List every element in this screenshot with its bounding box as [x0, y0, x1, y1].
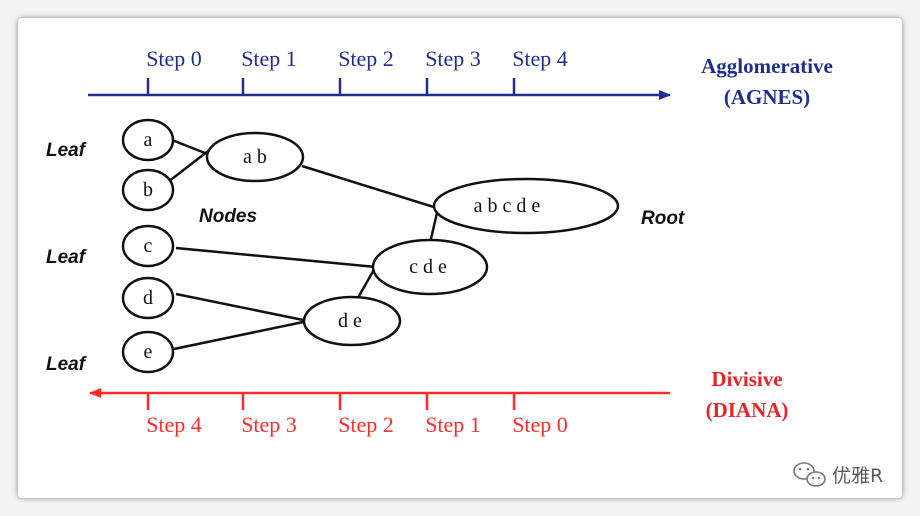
node-label-b: b [143, 179, 153, 201]
leaf-node-e: e [121, 330, 175, 374]
leaf-node-d: d [121, 276, 175, 320]
node-label-a: a [144, 129, 153, 151]
cluster-node-ab: a b [205, 131, 305, 183]
root-label: Root [641, 208, 685, 229]
root-node-abcde: a b c d e [432, 177, 620, 235]
edge-b-ab [167, 147, 213, 183]
leaf-label-middle: Leaf [46, 247, 87, 268]
top-step-label: Step 1 [241, 46, 297, 71]
edge-e-de [173, 319, 309, 351]
leaf-node-a: a [121, 118, 175, 162]
top-step-label: Step 2 [338, 46, 394, 71]
leaf-node-b: b [121, 168, 175, 212]
top-step-label: Step 0 [146, 46, 202, 71]
cluster-node-de: d e [302, 295, 402, 347]
node-label-ab: a b [243, 146, 267, 168]
leaf-label-top: Leaf [46, 140, 87, 161]
watermark: 优雅R [793, 462, 883, 487]
top-step-label: Step 4 [512, 46, 568, 71]
node-label-e: e [144, 341, 153, 363]
edge-ab-abcde [301, 164, 438, 210]
agglomerative-title: Agglomerative [701, 54, 833, 78]
bottom-step-label: Step 4 [146, 412, 202, 437]
node-label-de: d e [338, 310, 362, 332]
divisive-title: Divisive [711, 367, 782, 391]
edge-a-ab [171, 138, 211, 157]
top-step-label: Step 3 [425, 46, 481, 71]
node-label-c: c [144, 235, 153, 257]
node-label-d: d [143, 287, 153, 309]
dendrogram-edges [167, 138, 442, 351]
divisive-subtitle: (DIANA) [706, 398, 789, 422]
agglomerative-axis: Step 0 Step 1 Step 2 Step 3 Step 4 Agglo… [88, 46, 833, 109]
edge-c-cde [175, 246, 377, 269]
edge-d-de [175, 292, 309, 323]
wechat-icon [793, 462, 826, 487]
node-label-abcde: a b c d e [474, 195, 541, 217]
divisive-axis: Step 4 Step 3 Step 2 Step 1 Step 0 Divis… [89, 367, 789, 437]
node-label-cde: c d e [409, 256, 447, 278]
bottom-step-label: Step 0 [512, 412, 568, 437]
bottom-step-label: Step 3 [241, 412, 297, 437]
watermark-text: 优雅R [832, 465, 883, 487]
agglomerative-subtitle: (AGNES) [724, 85, 810, 109]
leaf-node-c: c [121, 224, 175, 268]
bottom-step-label: Step 2 [338, 412, 394, 437]
leaf-label-bottom: Leaf [46, 354, 87, 375]
cluster-node-cde: c d e [371, 238, 489, 296]
nodes-label: Nodes [199, 206, 257, 227]
bottom-step-label: Step 1 [425, 412, 481, 437]
